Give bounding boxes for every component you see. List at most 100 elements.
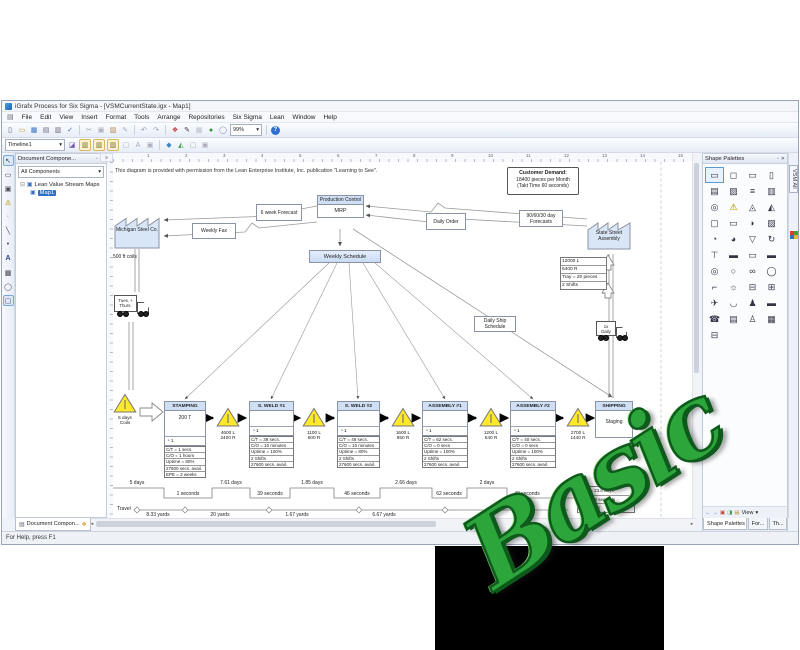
spelling-icon[interactable]: ✓ [67, 126, 73, 134]
palette-shape-icon[interactable]: ☎ [708, 313, 721, 324]
print-preview-icon[interactable]: ▥ [54, 126, 62, 134]
palette-shape-icon[interactable]: ◡ [729, 297, 738, 308]
tab-themes[interactable]: Th... [768, 518, 788, 530]
select-tool-icon[interactable]: ↖ [2, 155, 14, 166]
inventory-triangle-4[interactable] [479, 407, 503, 432]
menu-file[interactable]: File [21, 113, 33, 121]
palette-shape-icon[interactable]: ○ [730, 266, 737, 276]
components-filter-combo[interactable]: All Components ▾ [18, 166, 104, 178]
palette-shape-icon[interactable]: ⊞ [767, 281, 776, 292]
tab-format[interactable]: For... [747, 518, 768, 530]
palette-shape-icon[interactable]: ▬ [767, 250, 776, 260]
department-tool-icon[interactable]: ▭ [4, 171, 12, 179]
palette-shape-icon[interactable]: ◬ [749, 201, 756, 212]
palette-shape-icon[interactable]: ▥ [767, 185, 776, 196]
tree-item-map1[interactable]: ▣ Map1 [16, 188, 106, 196]
palette-icon[interactable]: ▣ [720, 509, 726, 516]
process-assembly1[interactable]: ASSEMBLY #1 ◔1 C/T = 62 secs.C/O = 0 sec… [422, 401, 468, 468]
forward-icon[interactable]: → [712, 509, 719, 516]
palette-shape-icon[interactable]: ▬ [729, 250, 738, 260]
inventory-triangle-2[interactable] [302, 407, 326, 432]
palette-shape-icon[interactable]: ◭ [768, 201, 775, 212]
menu-insert[interactable]: Insert [81, 113, 98, 121]
palette-shape-icon[interactable]: ▯ [769, 169, 774, 180]
inventory-triangle-1[interactable] [216, 407, 240, 432]
palette-shape-icon[interactable]: ▬ [767, 298, 776, 308]
process-weld1[interactable]: S. WELD #1 ◔1 C/T = 39 secs.C/O = 10 min… [249, 401, 294, 468]
process-assembly2[interactable]: ASSEMBLY #2 ◔1 C/T = 40 secs.C/O = 0 sec… [510, 401, 556, 468]
layer-icon[interactable]: ▣ [201, 141, 209, 149]
shape-tool-icon[interactable]: ▣ [4, 185, 12, 193]
pin-icon[interactable]: ▫ [777, 155, 779, 162]
scroll-left-icon[interactable]: ◂ [90, 520, 94, 527]
palette-shape-icon[interactable]: ⊤ [710, 249, 719, 260]
process-weld2[interactable]: S. WELD #2 ◔1 C/T = 46 secs.C/O = 10 min… [337, 401, 380, 468]
inventory-triangle-3[interactable] [391, 407, 415, 432]
customer-demand-note[interactable]: Customer Demand: 18400 pieces per Month … [507, 167, 579, 195]
palette-shape-icon[interactable]: ◯ [766, 265, 777, 276]
timeline-view-2-icon[interactable]: ▥ [93, 139, 105, 151]
undo-icon[interactable]: ↶ [141, 126, 147, 134]
menu-edit[interactable]: Edit [40, 113, 52, 121]
palette-shape-icon[interactable]: ▨ [767, 217, 776, 228]
line-tool-icon[interactable]: ╲ [5, 227, 11, 235]
dot-tool-icon[interactable]: ∙ [7, 213, 9, 220]
palette-shape-icon[interactable]: ▤ [710, 185, 719, 196]
menu-format[interactable]: Format [105, 113, 127, 121]
timeline-view-3-icon[interactable]: ▥ [107, 139, 119, 151]
point-tool-icon[interactable]: • [6, 241, 10, 248]
horizontal-scrollbar[interactable]: ◂ ▸ [88, 518, 696, 528]
palette-shape-icon[interactable]: ◎ [710, 201, 719, 212]
palette-shape-icon[interactable]: ∞ [749, 266, 756, 276]
pencil-icon[interactable]: ✎ [184, 126, 190, 134]
supplier-factory[interactable]: Michigan Steel Co. [114, 213, 160, 249]
menu-lean[interactable]: Lean [269, 113, 285, 121]
help-icon[interactable]: ? [271, 125, 280, 135]
menu-view[interactable]: View [59, 113, 74, 121]
forecast-6week-box[interactable]: 6 week Forecast [256, 204, 302, 221]
pattern-tool-icon[interactable]: ▩ [4, 269, 12, 277]
menu-arrange[interactable]: Arrange [157, 113, 181, 121]
run-icon[interactable]: ● [208, 126, 214, 134]
tree-collapse-icon[interactable]: ⊟ [20, 181, 25, 188]
process-stamping[interactable]: STAMPING 200 T ◔1 C/T = 1 secs.C/O = 1 h… [164, 401, 206, 478]
text-tool-icon[interactable]: A [5, 255, 11, 262]
scrollbar-thumb[interactable] [694, 163, 699, 373]
palette-shape-icon[interactable]: ♟ [748, 297, 757, 308]
inventory-triangle-5[interactable] [566, 407, 590, 432]
split-view-icon[interactable]: ◨ [727, 509, 733, 516]
production-control-box[interactable]: Production Control MRP [317, 195, 364, 218]
palette-shape-icon[interactable]: ▽ [749, 233, 756, 244]
palette-shape-icon[interactable]: ☼ [729, 282, 738, 292]
palette-shape-icon[interactable]: ▭ [748, 169, 757, 180]
fill-icon[interactable]: ▣ [146, 141, 154, 149]
inventory-triangle-coils[interactable] [113, 393, 137, 418]
paste-icon[interactable]: ▨ [109, 126, 117, 134]
palette-shape-icon[interactable]: ◗ [749, 218, 756, 228]
palette-shape-icon[interactable]: ◔ [711, 234, 718, 244]
shape-gallery-icon[interactable]: ❖ [171, 126, 179, 134]
tree-item-root[interactable]: ⊟ ▣ Lean Value Stream Maps [16, 180, 106, 189]
grid-icon[interactable]: ▦ [195, 126, 203, 134]
palette-shape-icon[interactable]: ⌐ [711, 282, 718, 292]
forecasts-906030-box[interactable]: 90/60/30 day Forecasts [519, 210, 563, 227]
customer-factory[interactable]: State Street Assembly [587, 218, 631, 250]
callout-tool-icon[interactable]: ▢ [2, 295, 14, 306]
menu-repositories[interactable]: Repositories [188, 113, 225, 121]
customer-truck[interactable]: 1x Daily [596, 321, 630, 345]
print-icon[interactable]: ▤ [42, 126, 50, 134]
palette-shape-icon[interactable]: ⊟ [710, 329, 719, 340]
save-icon[interactable]: ▦ [30, 126, 38, 134]
customer-databox[interactable]: 12000 L 6400 R Tray = 20 pieces 2 Shifts [560, 257, 607, 290]
palette-shape-icon[interactable]: ⚠ [729, 201, 738, 212]
redo-icon[interactable]: ↷ [153, 126, 159, 134]
back-icon[interactable]: ← [705, 509, 711, 516]
timeline-view-1-icon[interactable]: ▥ [79, 139, 91, 151]
zoom-tool-icon[interactable]: ◯ [4, 283, 12, 291]
palette-shape-icon[interactable]: ✈ [710, 297, 719, 308]
cut-icon[interactable]: ✂ [86, 126, 92, 134]
palette-shape-icon[interactable]: ▭ [748, 249, 757, 260]
palette-shape-icon[interactable]: ▢ [710, 217, 719, 228]
view-menu[interactable]: View [741, 509, 754, 516]
vertical-scrollbar[interactable] [692, 153, 700, 518]
